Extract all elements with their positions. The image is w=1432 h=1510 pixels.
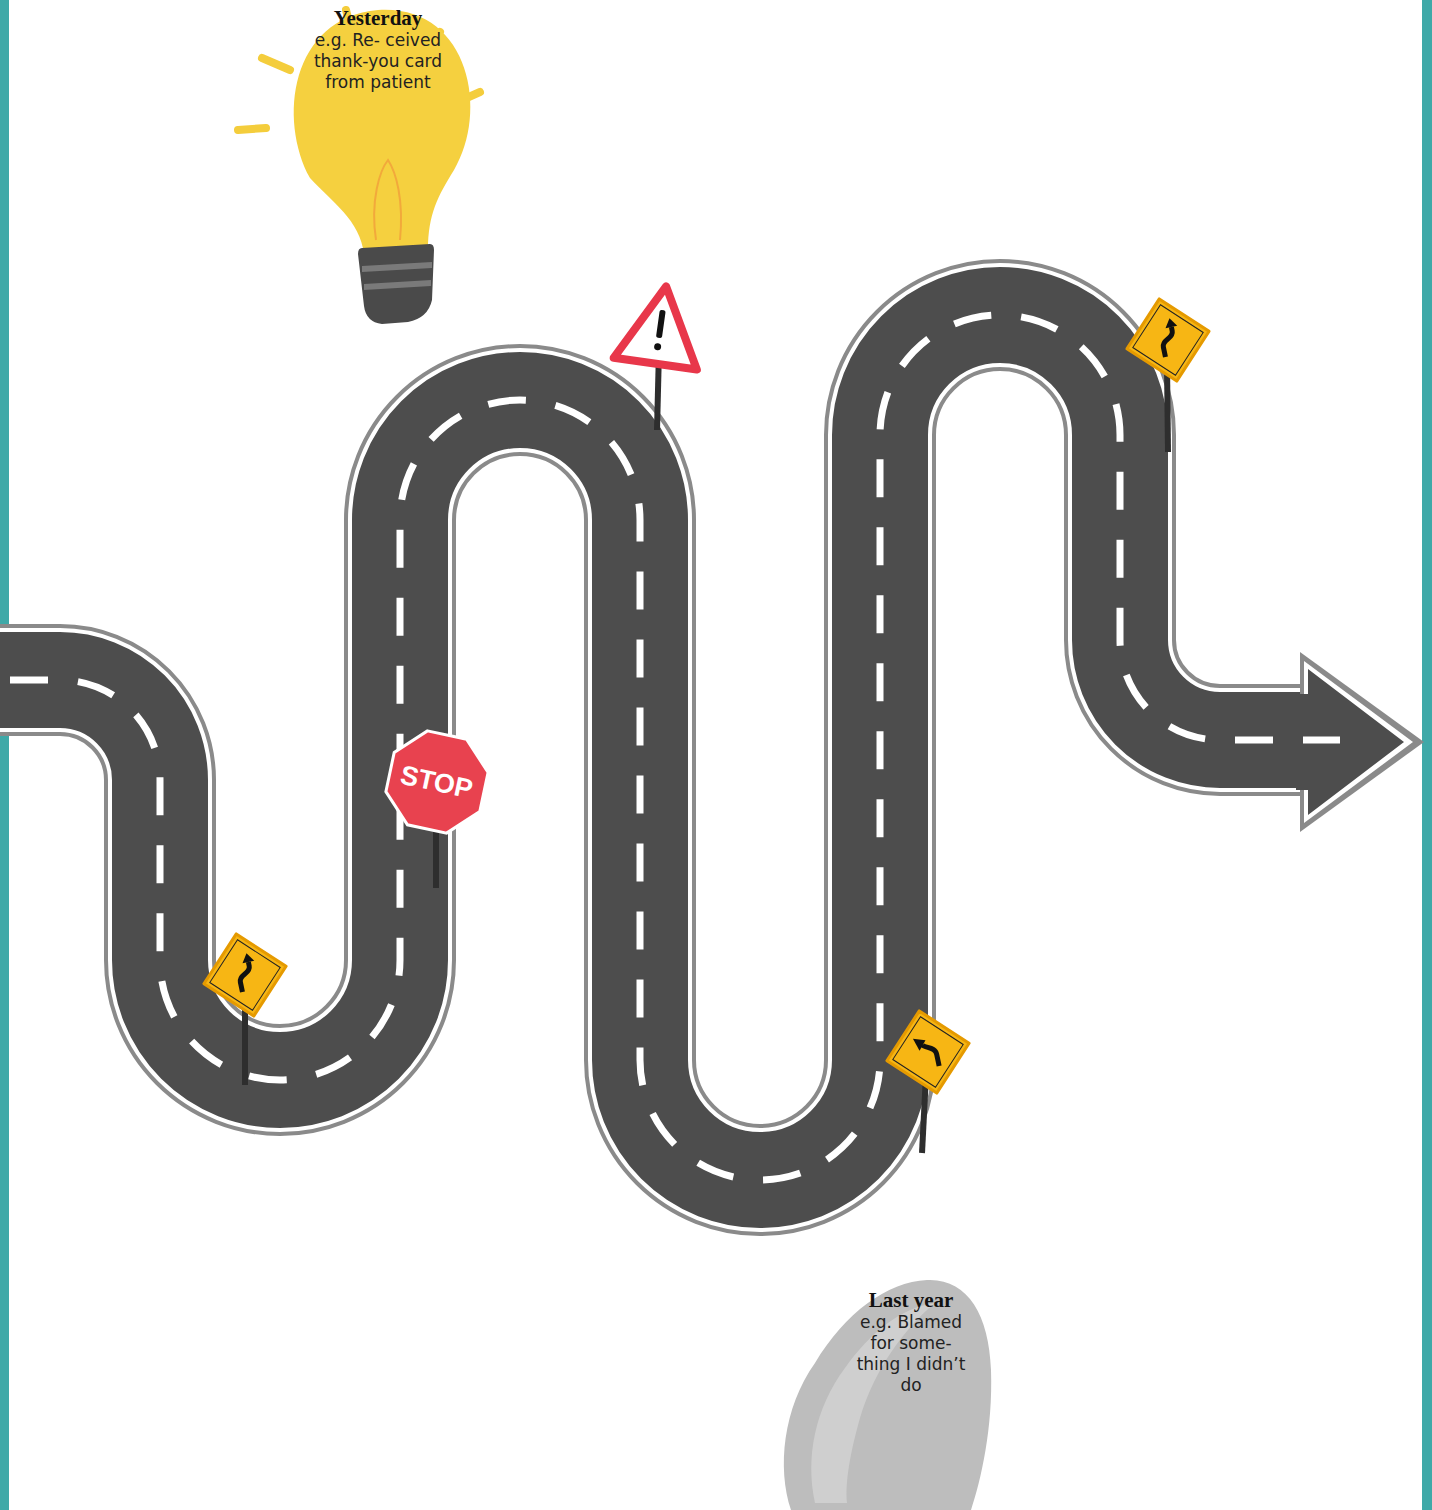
bulb-glass xyxy=(294,10,471,254)
warning-triangle xyxy=(614,281,708,370)
arrow-head-symbol xyxy=(913,1036,927,1051)
side-border xyxy=(1422,0,1432,1510)
sign-plate xyxy=(195,925,295,1025)
stop-sign xyxy=(380,725,494,888)
curve-sign xyxy=(1118,290,1218,452)
warning-sign xyxy=(614,281,708,430)
lightbulb-callout: Yesterdaye.g. Re- ceived thank-you card … xyxy=(278,0,478,335)
callout-text: e.g. Blamed for some- thing I didn’t do xyxy=(855,1312,967,1396)
bulb-base xyxy=(358,244,434,324)
winding-road xyxy=(0,315,1424,1180)
sign-inner-border xyxy=(202,932,287,1017)
callout-heading: Last year xyxy=(855,1288,967,1312)
bulb-filament xyxy=(374,160,401,240)
callout-text-group: Last yeare.g. Blamed for some- thing I d… xyxy=(855,1288,967,1396)
arrow-head-symbol xyxy=(241,952,255,963)
callout-text: e.g. Re- ceived thank-you card from pati… xyxy=(313,30,443,93)
exclamation-dot xyxy=(654,343,662,351)
road-centre-line xyxy=(0,315,1340,1180)
callout-shape xyxy=(278,0,478,335)
side-border xyxy=(0,0,9,1510)
sign-plate xyxy=(1118,290,1218,390)
sign-inner-border xyxy=(1125,297,1210,382)
rock-callout: Last yeare.g. Blamed for some- thing I d… xyxy=(775,1268,1005,1510)
squiggle-arrow xyxy=(237,962,255,992)
light-ray xyxy=(262,58,290,70)
stop-octagon xyxy=(380,725,494,839)
light-ray xyxy=(238,128,266,130)
sign-post xyxy=(1167,365,1168,452)
curve-arrow xyxy=(922,1043,939,1069)
curve-sign xyxy=(878,1002,978,1153)
exclamation-bar xyxy=(656,310,666,339)
callout-heading: Yesterday xyxy=(313,6,443,30)
curve-sign xyxy=(195,925,295,1085)
sign-inner-border xyxy=(885,1009,970,1094)
sign-plate xyxy=(878,1002,978,1102)
bulb-base-stripe xyxy=(362,262,432,290)
rock-body xyxy=(784,1280,991,1510)
squiggle-arrow xyxy=(1160,327,1178,357)
callout-text-group: Yesterdaye.g. Re- ceived thank-you card … xyxy=(313,6,443,93)
arrow-head-symbol xyxy=(1164,317,1178,328)
